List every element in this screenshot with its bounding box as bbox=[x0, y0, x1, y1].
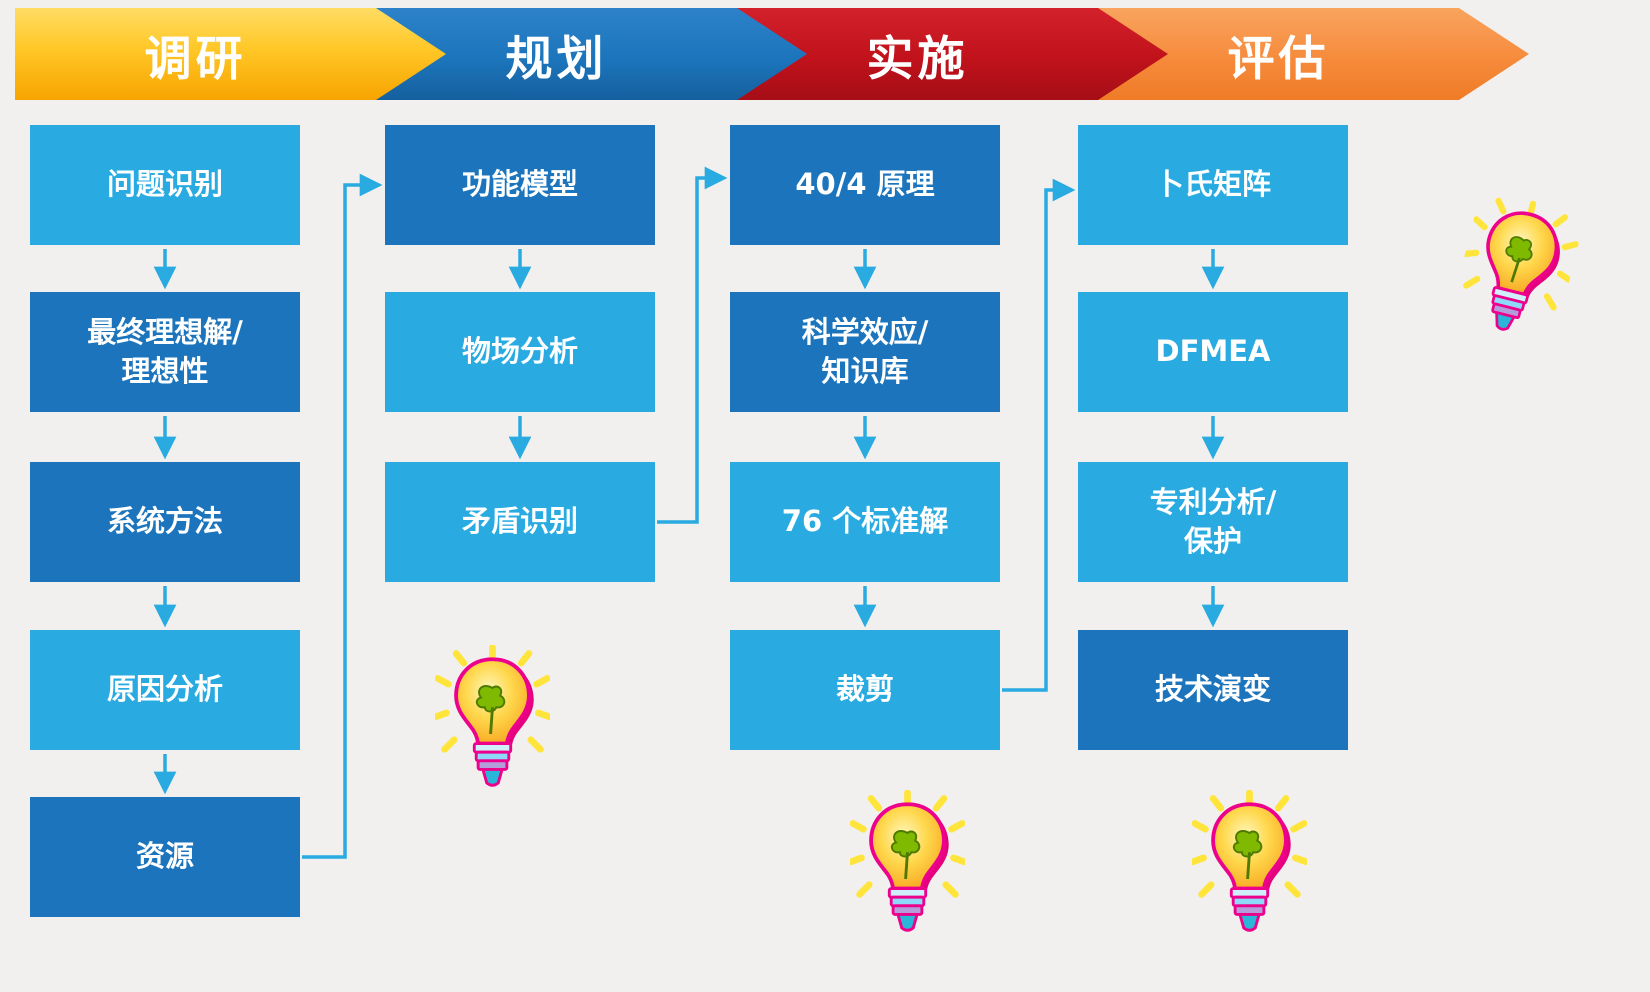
box-label: 系统方法 bbox=[106, 504, 223, 539]
box-label: 专利分析/ 保护 bbox=[1149, 484, 1277, 558]
phase-banner-planning: 规划 bbox=[376, 8, 807, 100]
box-label: 资源 bbox=[135, 839, 194, 874]
box-scientific-effects-knowledge-base: 科学效应/ 知识库 bbox=[730, 292, 1000, 412]
box-76-standard-solutions: 76 个标准解 bbox=[730, 462, 1000, 582]
box-label: 技术演变 bbox=[1154, 672, 1271, 707]
lightbulb-icon bbox=[1192, 790, 1307, 945]
box-label: 科学效应/ 知识库 bbox=[801, 314, 929, 388]
box-label: 40/4 原理 bbox=[795, 167, 935, 202]
phase-banner-label: 评估 bbox=[1227, 31, 1330, 87]
box-label: 最终理想解/ 理想性 bbox=[87, 314, 243, 388]
box-trimming: 裁剪 bbox=[730, 630, 1000, 750]
phase-banner-label: 规划 bbox=[505, 31, 608, 87]
box-label: 76 个标准解 bbox=[781, 504, 949, 539]
box-40-4-principles: 40/4 原理 bbox=[730, 125, 1000, 245]
box-label: 原因分析 bbox=[106, 672, 223, 707]
phase-banner-research: 调研 bbox=[15, 8, 446, 100]
phase-banner-evaluation: 评估 bbox=[1098, 8, 1529, 100]
box-label: 功能模型 bbox=[461, 167, 578, 202]
phase-banner-label: 实施 bbox=[866, 31, 969, 87]
box-pugh-matrix: 卜氏矩阵 bbox=[1078, 125, 1348, 245]
box-label: 矛盾识别 bbox=[461, 504, 578, 539]
lightbulb-icon bbox=[1446, 187, 1587, 357]
lightbulb-icon bbox=[435, 645, 550, 800]
box-technology-evolution: 技术演变 bbox=[1078, 630, 1348, 750]
phase-banner-implementation: 实施 bbox=[737, 8, 1168, 100]
box-resources: 资源 bbox=[30, 797, 300, 917]
box-system-approach: 系统方法 bbox=[30, 462, 300, 582]
box-contradiction-identification: 矛盾识别 bbox=[385, 462, 655, 582]
box-label: 卜氏矩阵 bbox=[1154, 167, 1271, 202]
box-label: 问题识别 bbox=[106, 167, 223, 202]
box-label: 物场分析 bbox=[461, 334, 578, 369]
phase-banner-label: 调研 bbox=[144, 31, 247, 87]
lightbulb-icon bbox=[850, 790, 965, 945]
box-problem-identification: 问题识别 bbox=[30, 125, 300, 245]
box-dfmea: DFMEA bbox=[1078, 292, 1348, 412]
box-patent-analysis-protection: 专利分析/ 保护 bbox=[1078, 462, 1348, 582]
box-ideal-final-result: 最终理想解/ 理想性 bbox=[30, 292, 300, 412]
box-function-model: 功能模型 bbox=[385, 125, 655, 245]
box-su-field-analysis: 物场分析 bbox=[385, 292, 655, 412]
box-cause-analysis: 原因分析 bbox=[30, 630, 300, 750]
box-label: 裁剪 bbox=[835, 672, 894, 707]
box-label: DFMEA bbox=[1155, 334, 1271, 369]
